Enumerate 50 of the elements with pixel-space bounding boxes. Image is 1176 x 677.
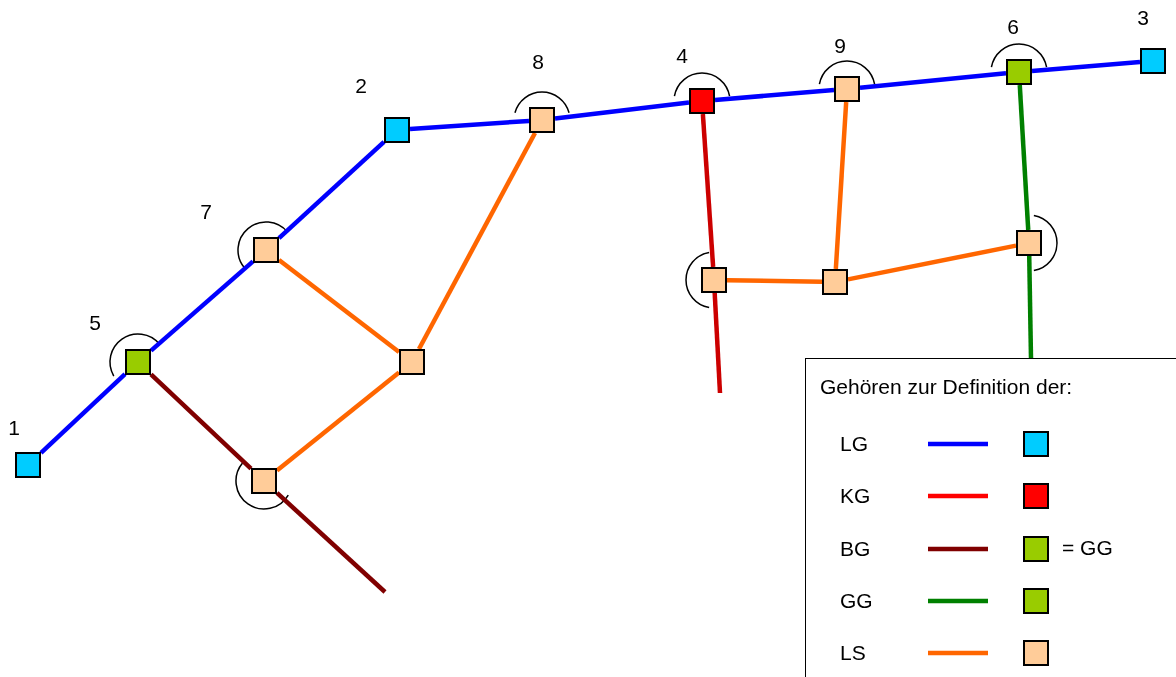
connector-line <box>859 71 1007 90</box>
square-node <box>834 76 860 102</box>
connector-line <box>39 372 127 455</box>
square-node <box>125 349 151 375</box>
node-number: 2 <box>355 74 367 98</box>
node-number: 1 <box>8 416 20 440</box>
node-number: 9 <box>834 34 846 58</box>
square-node <box>399 349 425 375</box>
line <box>712 292 723 394</box>
node-number: 8 <box>532 50 544 74</box>
square-node <box>529 107 555 133</box>
connector-line <box>275 370 401 473</box>
legend-label: KG <box>840 484 871 509</box>
connector-line <box>277 258 401 354</box>
square-node <box>689 88 715 114</box>
connector-line <box>847 243 1017 282</box>
square-node <box>1140 48 1166 74</box>
connector-line <box>277 140 386 240</box>
square-node <box>253 237 279 263</box>
square-node <box>1006 59 1032 85</box>
connector-line <box>726 277 823 285</box>
connector-line <box>1017 84 1031 231</box>
connector-line <box>149 259 255 353</box>
square-node <box>384 117 410 143</box>
square-node <box>701 267 727 293</box>
connector-line <box>554 100 690 121</box>
legend-label: BG <box>840 536 871 561</box>
node-number: 5 <box>89 311 101 335</box>
connector-line <box>409 118 530 132</box>
square-node <box>822 269 848 295</box>
note-text: = GG <box>1062 536 1113 560</box>
node-number: 6 <box>1007 15 1019 39</box>
legend-title: Gehören zur Definition der: <box>820 375 1073 399</box>
legend-label: GG <box>840 588 873 613</box>
legend-label: LG <box>840 432 868 456</box>
square-node <box>15 452 41 478</box>
connector-line <box>1031 59 1141 74</box>
square-node <box>1016 230 1042 256</box>
connector-line <box>149 372 253 471</box>
node-number: 7 <box>200 200 212 224</box>
legend-label: LS <box>840 641 866 666</box>
connector-line <box>700 113 716 268</box>
connector-line <box>417 131 537 351</box>
square-node <box>251 468 277 494</box>
connector-line <box>833 101 849 270</box>
line <box>275 491 387 594</box>
node-number: 4 <box>676 44 688 68</box>
connector-line <box>714 87 835 103</box>
node-number: 3 <box>1137 6 1149 30</box>
line <box>1027 255 1034 359</box>
